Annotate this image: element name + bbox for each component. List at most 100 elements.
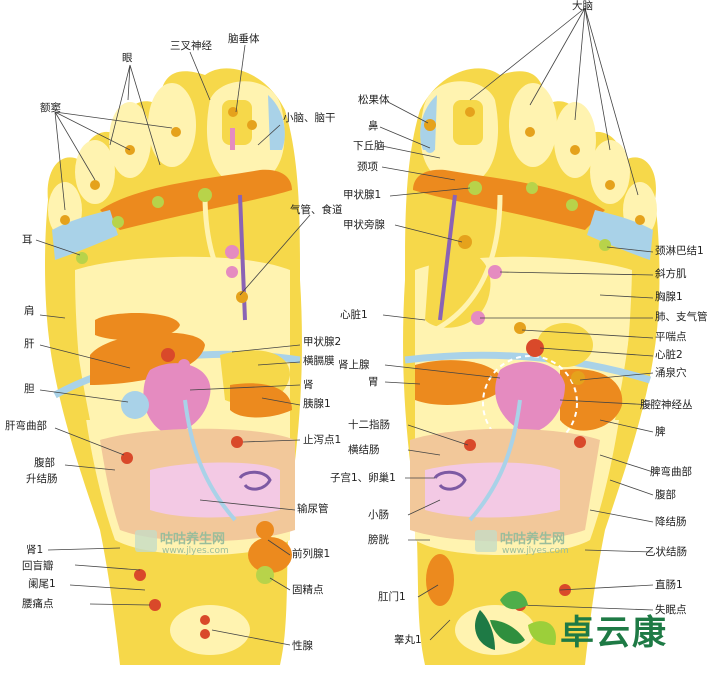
label-cerebellum: 小脑、脑干 [283,112,336,124]
right-pineal-zone [453,100,483,145]
brand-logo-icon [475,590,556,650]
left-point-1 [60,215,70,225]
left-lung-zone [95,313,180,341]
left-point-12 [226,266,238,278]
right-point-14 [471,311,485,325]
left-heel-gonad [170,605,250,655]
label-back-pain: 腰痛点 [22,598,54,610]
left-gallbladder-zone [121,391,149,419]
label-thyroid1: 甲状腺1 [343,189,382,201]
label-asthma-point: 平喘点 [655,331,687,343]
label-diaphragm: 横膈膜 [303,355,335,367]
label-heart1: 心脏1 [340,309,368,321]
right-shoulder-strip [615,280,658,420]
label-sperm-point: 固精点 [292,584,324,596]
left-pink-bar [230,128,235,150]
left-point-21 [149,599,161,611]
left-watermark-cn: 咕咕养生网 [160,532,226,547]
label-trapezius: 斜方肌 [655,268,687,280]
label-appendix: 阑尾1 [28,578,56,590]
label-spleen: 脾 [655,426,666,438]
right-watermark-url: www.jlyes.com [502,546,569,556]
label-gallbladder: 胆 [24,383,35,395]
label-rectum: 直肠1 [655,579,683,591]
label-lung: 肺、支气管 [655,311,708,323]
label-cerebrum: 大脑 [572,0,593,12]
label-splenic-flexure: 脾弯曲部 [650,466,692,478]
right-point-7 [465,107,475,117]
label-liver-flexure: 肝弯曲部 [5,420,47,432]
label-pancreas1: 胰腺1 [303,398,331,410]
label-ear: 耳 [22,234,33,246]
label-neck-lymph: 颈淋巴结1 [655,245,704,257]
label-stomach: 胃 [368,376,379,388]
left-point-4 [171,127,181,137]
left-bladder-curl [238,470,272,491]
right-heart2-zone [537,323,593,367]
label-kidney: 肾 [303,379,314,391]
left-ureter [183,399,237,522]
label-celiac-plexus: 腹腔神经丛 [640,399,693,411]
right-neck-band [413,169,605,230]
left-point-10 [198,188,212,202]
label-bladder: 膀胱 [368,534,389,546]
label-prostate1: 前列腺1 [292,548,331,560]
label-pineal: 松果体 [358,94,390,106]
label-abdomen-right: 腹部 [655,489,676,501]
right-watermark-cn: 咕咕养生网 [500,532,566,547]
right-point-10 [526,182,538,194]
right-point-3 [570,145,580,155]
label-transverse-colon: 横结肠 [348,444,380,456]
right-toe-4 [509,83,557,167]
left-point-9 [152,196,164,208]
left-point-17 [121,452,133,464]
label-antidiarrhea: 止泻点1 [303,434,342,446]
label-heart2: 心脏2 [655,349,683,361]
left-toe-2 [75,140,115,204]
right-point-18 [574,436,586,448]
left-watermark-url: www.jlyes.com [162,546,229,556]
label-kidney1: 肾1 [26,544,44,556]
left-point-22 [200,615,210,625]
right-point-17 [571,371,585,385]
left-point-23 [200,629,210,639]
label-shoulder: 肩 [24,305,35,317]
label-breast: 胸腺1 [655,291,683,303]
right-trachea-line [433,194,503,333]
label-uterus: 子宫1、卵巢1 [330,472,396,484]
left-point-7 [76,252,88,264]
left-point-15 [178,359,190,371]
right-stomach-zone [415,360,505,405]
right-point-12 [458,235,472,249]
left-kidney-zone [143,363,211,434]
right-toe-3 [554,102,596,178]
left-point-5 [228,107,238,117]
right-point-2 [605,180,615,190]
label-ileocecal: 回盲瓣 [22,560,54,572]
brand-name: 卓云康 [560,613,668,653]
left-point-18 [256,521,274,539]
left-point-19 [256,566,274,584]
label-ascending-colon: 升结肠 [26,473,58,485]
left-liver-zone [90,332,205,385]
right-diaphragm-line [404,351,652,384]
left-toe-4 [148,83,196,167]
left-point-20 [134,569,146,581]
left-point-2 [90,180,100,190]
label-duodenum: 十二指肠 [348,419,390,431]
right-toe-2 [590,140,630,204]
right-uterus-curl [433,470,467,491]
left-point-11 [225,245,239,259]
right-point-8 [599,239,611,251]
label-sigmoid: 乙状结肠 [645,546,687,558]
label-parathyroid2: 甲状腺2 [303,336,342,348]
right-anus-zone [426,554,454,606]
label-testis: 睾丸1 [394,634,422,646]
left-stomach-zone [230,383,292,418]
left-foot [45,68,302,665]
right-watermark-logo [475,530,497,552]
label-insomnia: 失眠点 [655,604,687,616]
label-trachea: 气管、食道 [290,204,343,216]
